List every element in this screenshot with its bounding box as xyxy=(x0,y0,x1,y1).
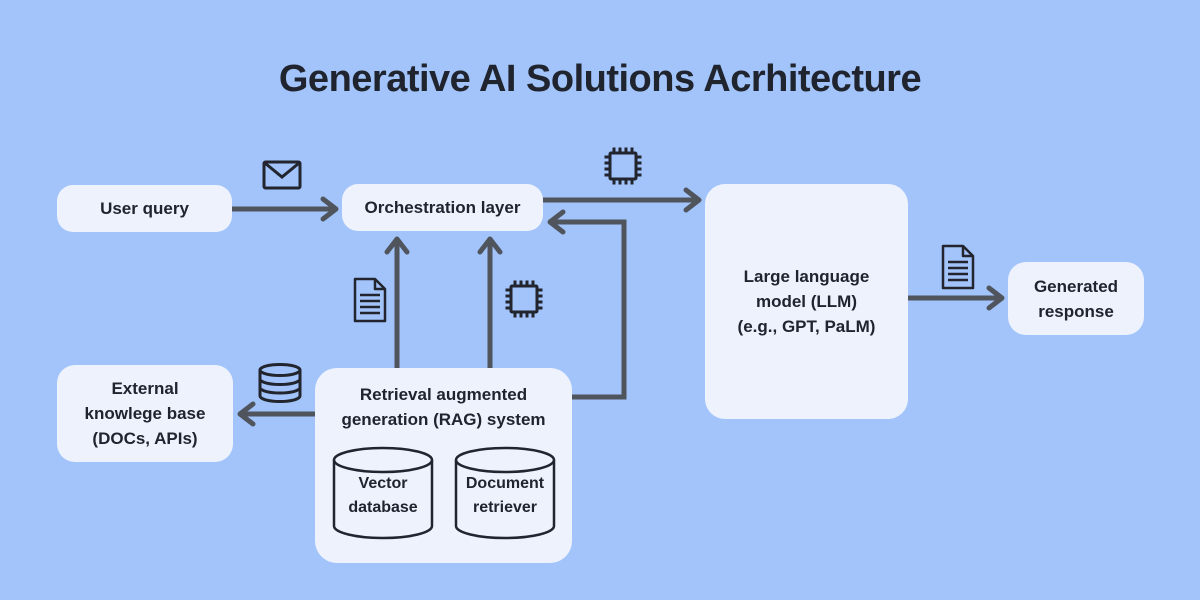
document-icon xyxy=(940,244,976,295)
mail-icon xyxy=(262,160,302,195)
chip-icon xyxy=(601,144,645,193)
chip-icon xyxy=(502,277,546,326)
document-retriever-label: Document retriever xyxy=(465,475,545,516)
rag-system-label: Retrieval augmented generation (RAG) sys… xyxy=(341,385,546,429)
node-orchestration-layer: Orchestration layer xyxy=(342,184,543,231)
node-vector-database: Vector database xyxy=(332,446,434,540)
orchestration-layer-label: Orchestration layer xyxy=(364,198,521,217)
database-icon xyxy=(257,363,303,408)
llm-label: Large language model (LLM) (e.g., GPT, P… xyxy=(737,267,876,336)
node-document-retriever: Document retriever xyxy=(454,446,556,540)
node-external-knowledge-base: External knowlege base (DOCs, APIs) xyxy=(57,365,233,462)
diagram-title: Generative AI Solutions Acrhitecture xyxy=(278,58,922,100)
node-user-query: User query xyxy=(57,185,232,232)
user-query-label: User query xyxy=(100,199,189,218)
node-generated-response: Generated response xyxy=(1008,262,1144,335)
document-icon xyxy=(352,277,388,328)
external-kb-label: External knowlege base (DOCs, APIs) xyxy=(84,379,206,448)
node-rag-system: Retrieval augmented generation (RAG) sys… xyxy=(315,368,572,563)
cylinder-icon xyxy=(454,446,556,540)
cylinder-icon xyxy=(332,446,434,540)
node-large-language-model: Large language model (LLM) (e.g., GPT, P… xyxy=(705,184,908,419)
vector-database-label: Vector database xyxy=(348,475,418,516)
generated-response-label: Generated response xyxy=(1033,276,1119,321)
